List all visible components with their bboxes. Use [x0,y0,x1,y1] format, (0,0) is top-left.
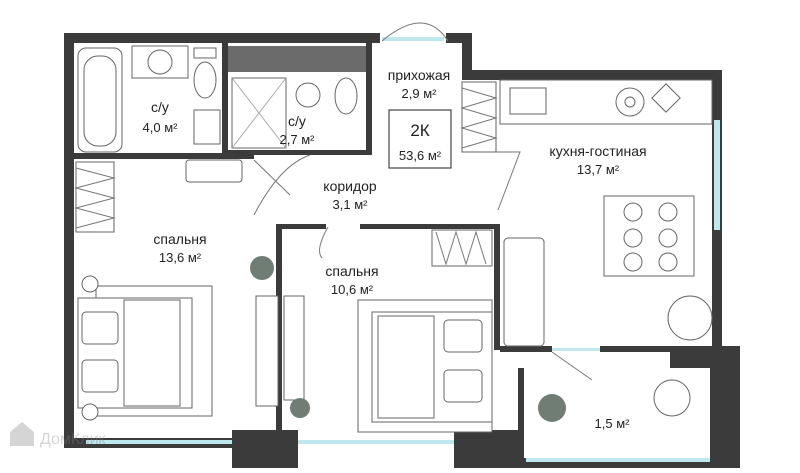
bedroom2-furniture [283,295,493,433]
bath1-name: с/у [151,99,169,115]
balcony-area: 1,5 м² [595,416,631,431]
bath2-area: 2,7 м² [280,132,316,147]
bath2-fixtures [231,77,358,149]
windows [86,37,720,462]
armchair-icon [653,379,691,417]
bedroom2-area: 10,6 м² [331,282,374,297]
apartment-type: 2К [410,121,429,140]
watermark: ДомКлик [10,422,107,448]
bath1-area: 4,0 м² [143,120,179,135]
bedroom1-furniture [77,275,279,421]
bath2-name: с/у [288,113,306,129]
watermark-text: ДомКлик [40,431,107,448]
bath1-fixtures [77,45,243,183]
corridor-name: коридор [323,178,377,194]
plants [250,256,566,422]
hall-area: 2,9 м² [402,86,438,101]
kitchen-area: 13,7 м² [577,162,620,177]
corridor-area: 3,1 м² [333,197,369,212]
kitchen-furniture [499,79,713,347]
apartment-total-area: 53,6 м² [399,148,442,163]
room-labels: с/у 4,0 м² с/у 2,7 м² прихожая 2,9 м² 2К… [143,67,647,431]
bedroom1-area: 13,6 м² [159,250,202,265]
hall-name: прихожая [388,67,450,83]
bedroom2-name: спальня [325,263,378,279]
kitchen-name: кухня-гостиная [549,143,646,159]
bedroom1-name: спальня [153,231,206,247]
wardrobes [74,81,498,267]
apartment-badge [388,109,452,169]
